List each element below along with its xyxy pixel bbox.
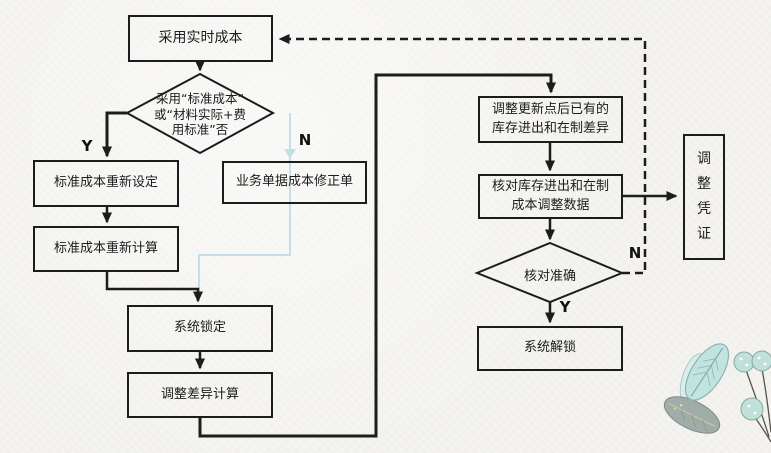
- decision2-yes-label: Y: [559, 298, 571, 316]
- node-adjust-update-point: 调整更新点后已有的 库存进出和在制差异: [478, 96, 623, 143]
- decision2-no-label: N: [628, 244, 642, 262]
- node-label: 系统解锁: [523, 340, 576, 356]
- decision1-text: 采用“标准成本” 或“材料实际+费 用标准”否: [140, 91, 260, 138]
- node-label: 系统锁定: [173, 320, 226, 336]
- node-line2: 成本调整数据: [511, 197, 590, 213]
- node-line2: 库存进出和在制差异: [491, 120, 609, 136]
- node-label: 采用实时成本: [158, 29, 243, 46]
- path-decision1-yes: [102, 111, 127, 158]
- node-realtime-cost: 采用实时成本: [128, 15, 273, 62]
- node-standard-cost-reset: 标准成本重新设定: [33, 160, 179, 207]
- node-line1: 核对库存进出和在制: [491, 178, 609, 194]
- gray-leaf-icon: [663, 396, 721, 434]
- decision1-no-label: N: [298, 131, 312, 149]
- node-business-doc-cost-correction: 业务单据成本修正单: [222, 161, 367, 204]
- node-adjust-difference-calc: 调整差异计算: [127, 372, 273, 418]
- node-label: 调整差异计算: [160, 386, 239, 402]
- node-system-lock: 系统锁定: [127, 305, 273, 352]
- node-label: 业务单据成本修正单: [235, 174, 353, 190]
- watercolor-leaves-decoration: [663, 343, 771, 443]
- decision1-yes-label: Y: [81, 137, 93, 155]
- node-label-vertical: 调整凭证: [697, 150, 711, 243]
- decision1-line3: 用标准”否: [171, 122, 229, 138]
- node-system-unlock: 系统解锁: [477, 326, 623, 371]
- decision2-diamond: [474, 241, 625, 304]
- decision2-text: 核对准确: [500, 265, 600, 284]
- berries-icon: [733, 350, 771, 421]
- node-adjustment-voucher: 调整凭证: [683, 134, 725, 260]
- faint-n-branch-connector: [198, 113, 291, 297]
- decision1-diamond: [124, 72, 276, 155]
- node-label: 标准成本重新设定: [53, 175, 158, 191]
- faint-arrowhead: [284, 149, 296, 159]
- path-recalc-to-lock: [105, 272, 203, 303]
- node-check-inventory-wip-data: 核对库存进出和在制 成本调整数据: [478, 174, 623, 219]
- decision1-line2: 或“材料实际+费: [154, 106, 246, 122]
- node-standard-cost-recalc: 标准成本重新计算: [33, 226, 179, 272]
- decision1-line1: 采用“标准成本”: [156, 91, 244, 106]
- node-label: 标准成本重新计算: [53, 240, 158, 256]
- teal-leaf-icon: [684, 343, 730, 401]
- node-line1: 调整更新点后已有的: [491, 101, 609, 117]
- path-adjdiff-to-adjupdate: [198, 73, 556, 438]
- decision2-label: 核对准确: [523, 269, 576, 284]
